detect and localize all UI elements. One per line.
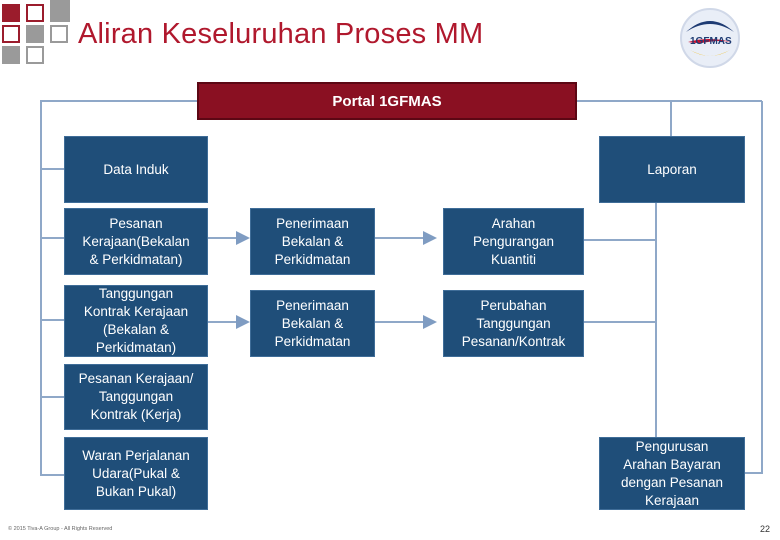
pesanan-kerja-label: Pesanan Kerajaan/ Tanggungan Kontrak (Ke… <box>79 370 194 424</box>
data-induk-box: Data Induk <box>64 136 208 203</box>
arahan-pengurangan-label: Arahan Pengurangan Kuantiti <box>473 215 554 269</box>
pesanan-kerajaan-box: Pesanan Kerajaan(Bekalan & Perkidmatan) <box>64 208 208 275</box>
pengurusan-arahan-label: Pengurusan Arahan Bayaran dengan Pesanan… <box>621 438 723 510</box>
penerimaan-label-2: Penerimaan Bekalan & Perkidmatan <box>275 297 351 351</box>
data-induk-label: Data Induk <box>103 161 168 179</box>
waran-perjalanan-label: Waran Perjalanan Udara(Pukal & Bukan Puk… <box>82 447 190 501</box>
penerimaan-box-1: Penerimaan Bekalan & Perkidmatan <box>250 208 375 275</box>
waran-perjalanan-box: Waran Perjalanan Udara(Pukal & Bukan Puk… <box>64 437 208 510</box>
tanggungan-kontrak-label: Tanggungan Kontrak Kerajaan (Bekalan & P… <box>84 285 188 357</box>
tanggungan-kontrak-box: Tanggungan Kontrak Kerajaan (Bekalan & P… <box>64 285 208 357</box>
portal-1gfmas-box: Portal 1GFMAS <box>197 82 577 120</box>
copyright-footer: © 2015 Tiva-A Group - All Rights Reserve… <box>8 526 112 532</box>
pengurusan-arahan-box: Pengurusan Arahan Bayaran dengan Pesanan… <box>599 437 745 510</box>
laporan-label: Laporan <box>647 161 697 179</box>
perubahan-tanggungan-box: Perubahan Tanggungan Pesanan/Kontrak <box>443 290 584 357</box>
arahan-pengurangan-box: Arahan Pengurangan Kuantiti <box>443 208 584 275</box>
pesanan-kerajaan-label: Pesanan Kerajaan(Bekalan & Perkidmatan) <box>82 215 189 269</box>
penerimaan-label-1: Penerimaan Bekalan & Perkidmatan <box>275 215 351 269</box>
pesanan-kerja-box: Pesanan Kerajaan/ Tanggungan Kontrak (Ke… <box>64 364 208 430</box>
portal-label: Portal 1GFMAS <box>332 93 441 110</box>
perubahan-tanggungan-label: Perubahan Tanggungan Pesanan/Kontrak <box>462 297 566 351</box>
laporan-box: Laporan <box>599 136 745 203</box>
penerimaan-box-2: Penerimaan Bekalan & Perkidmatan <box>250 290 375 357</box>
page-number: 22 <box>760 524 770 534</box>
